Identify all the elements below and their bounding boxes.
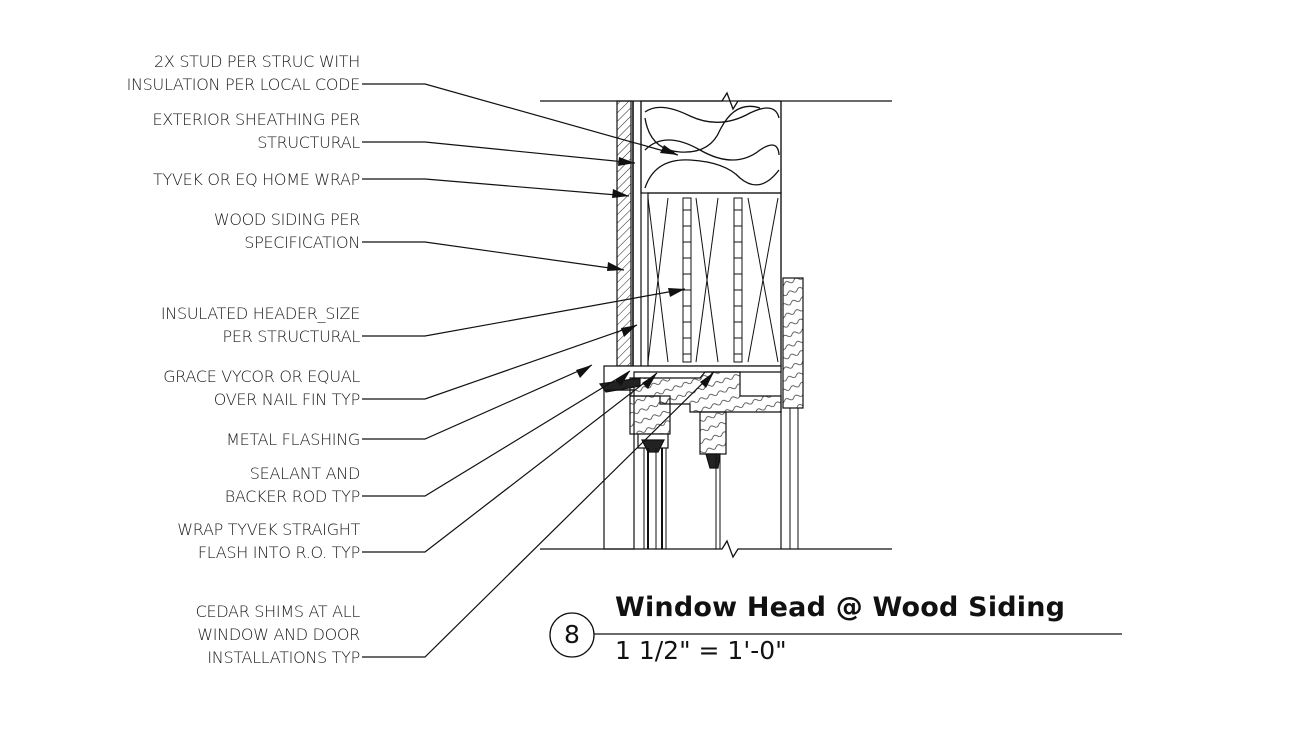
detail-scale: 1 1/2" = 1'-0"	[615, 636, 787, 665]
arrow-wrap	[642, 373, 657, 389]
arrow-stud	[660, 145, 678, 155]
arrow-sheathing	[618, 157, 635, 166]
callout-flashing: METAL FLASHING	[226, 430, 360, 449]
bottom-break-line	[540, 539, 892, 559]
callout-leaders	[362, 83, 715, 658]
batt-insulation	[644, 105, 780, 189]
leader-sheathing	[362, 141, 636, 164]
callout-tyvek: TYVEK OR EQ HOME WRAP	[153, 170, 360, 189]
arrow-siding	[607, 262, 624, 271]
arrow-tyvek	[612, 189, 629, 198]
leader-stud	[362, 83, 679, 156]
insulated-header	[647, 192, 782, 367]
window-head-frame	[598, 365, 782, 550]
detail-number: 8	[564, 620, 580, 649]
callout-header: INSULATED HEADER_SIZE PER STRUCTURAL	[160, 304, 360, 346]
arrow-header	[668, 288, 685, 297]
leader-sealant	[362, 370, 631, 497]
leader-tyvek	[362, 178, 630, 197]
arrow-flashing	[576, 365, 592, 378]
interior-casing	[782, 277, 804, 409]
leader-shims	[362, 371, 715, 658]
leader-vycor	[362, 324, 638, 400]
callout-sheathing: EXTERIOR SHEATHING PER STRUCTURAL	[152, 110, 360, 152]
leader-wrap	[362, 372, 658, 553]
leader-header	[362, 288, 686, 337]
arrow-shims	[700, 372, 714, 388]
callout-siding: WOOD SIDING PER SPECIFICATION	[213, 210, 360, 252]
leader-flashing	[362, 364, 593, 440]
header-foam-ladders	[682, 197, 743, 363]
glazing-units	[643, 448, 721, 549]
detail-number-bubble	[549, 612, 595, 658]
header-x-bracing	[647, 197, 779, 363]
detail-title: Window Head @ Wood Siding	[615, 592, 1066, 623]
callout-wrap: WRAP TYVEK STRAIGHT FLASH INTO R.O. TYP	[177, 520, 360, 562]
callout-shims: CEDAR SHIMS AT ALL WINDOW AND DOOR INSTA…	[195, 602, 361, 667]
callout-vycor: GRACE VYCOR OR EQUAL OVER NAIL FIN TYP	[163, 367, 360, 409]
arrow-sealant	[615, 371, 630, 386]
callout-sealant: SEALANT AND BACKER ROD TYP	[224, 464, 361, 506]
arrow-vycor	[621, 325, 637, 337]
leader-siding	[362, 241, 625, 271]
leader-arrowheads	[576, 145, 714, 389]
callout-stud: 2x STUD PER STRUC WITH INSULATION PER LO…	[126, 52, 361, 94]
